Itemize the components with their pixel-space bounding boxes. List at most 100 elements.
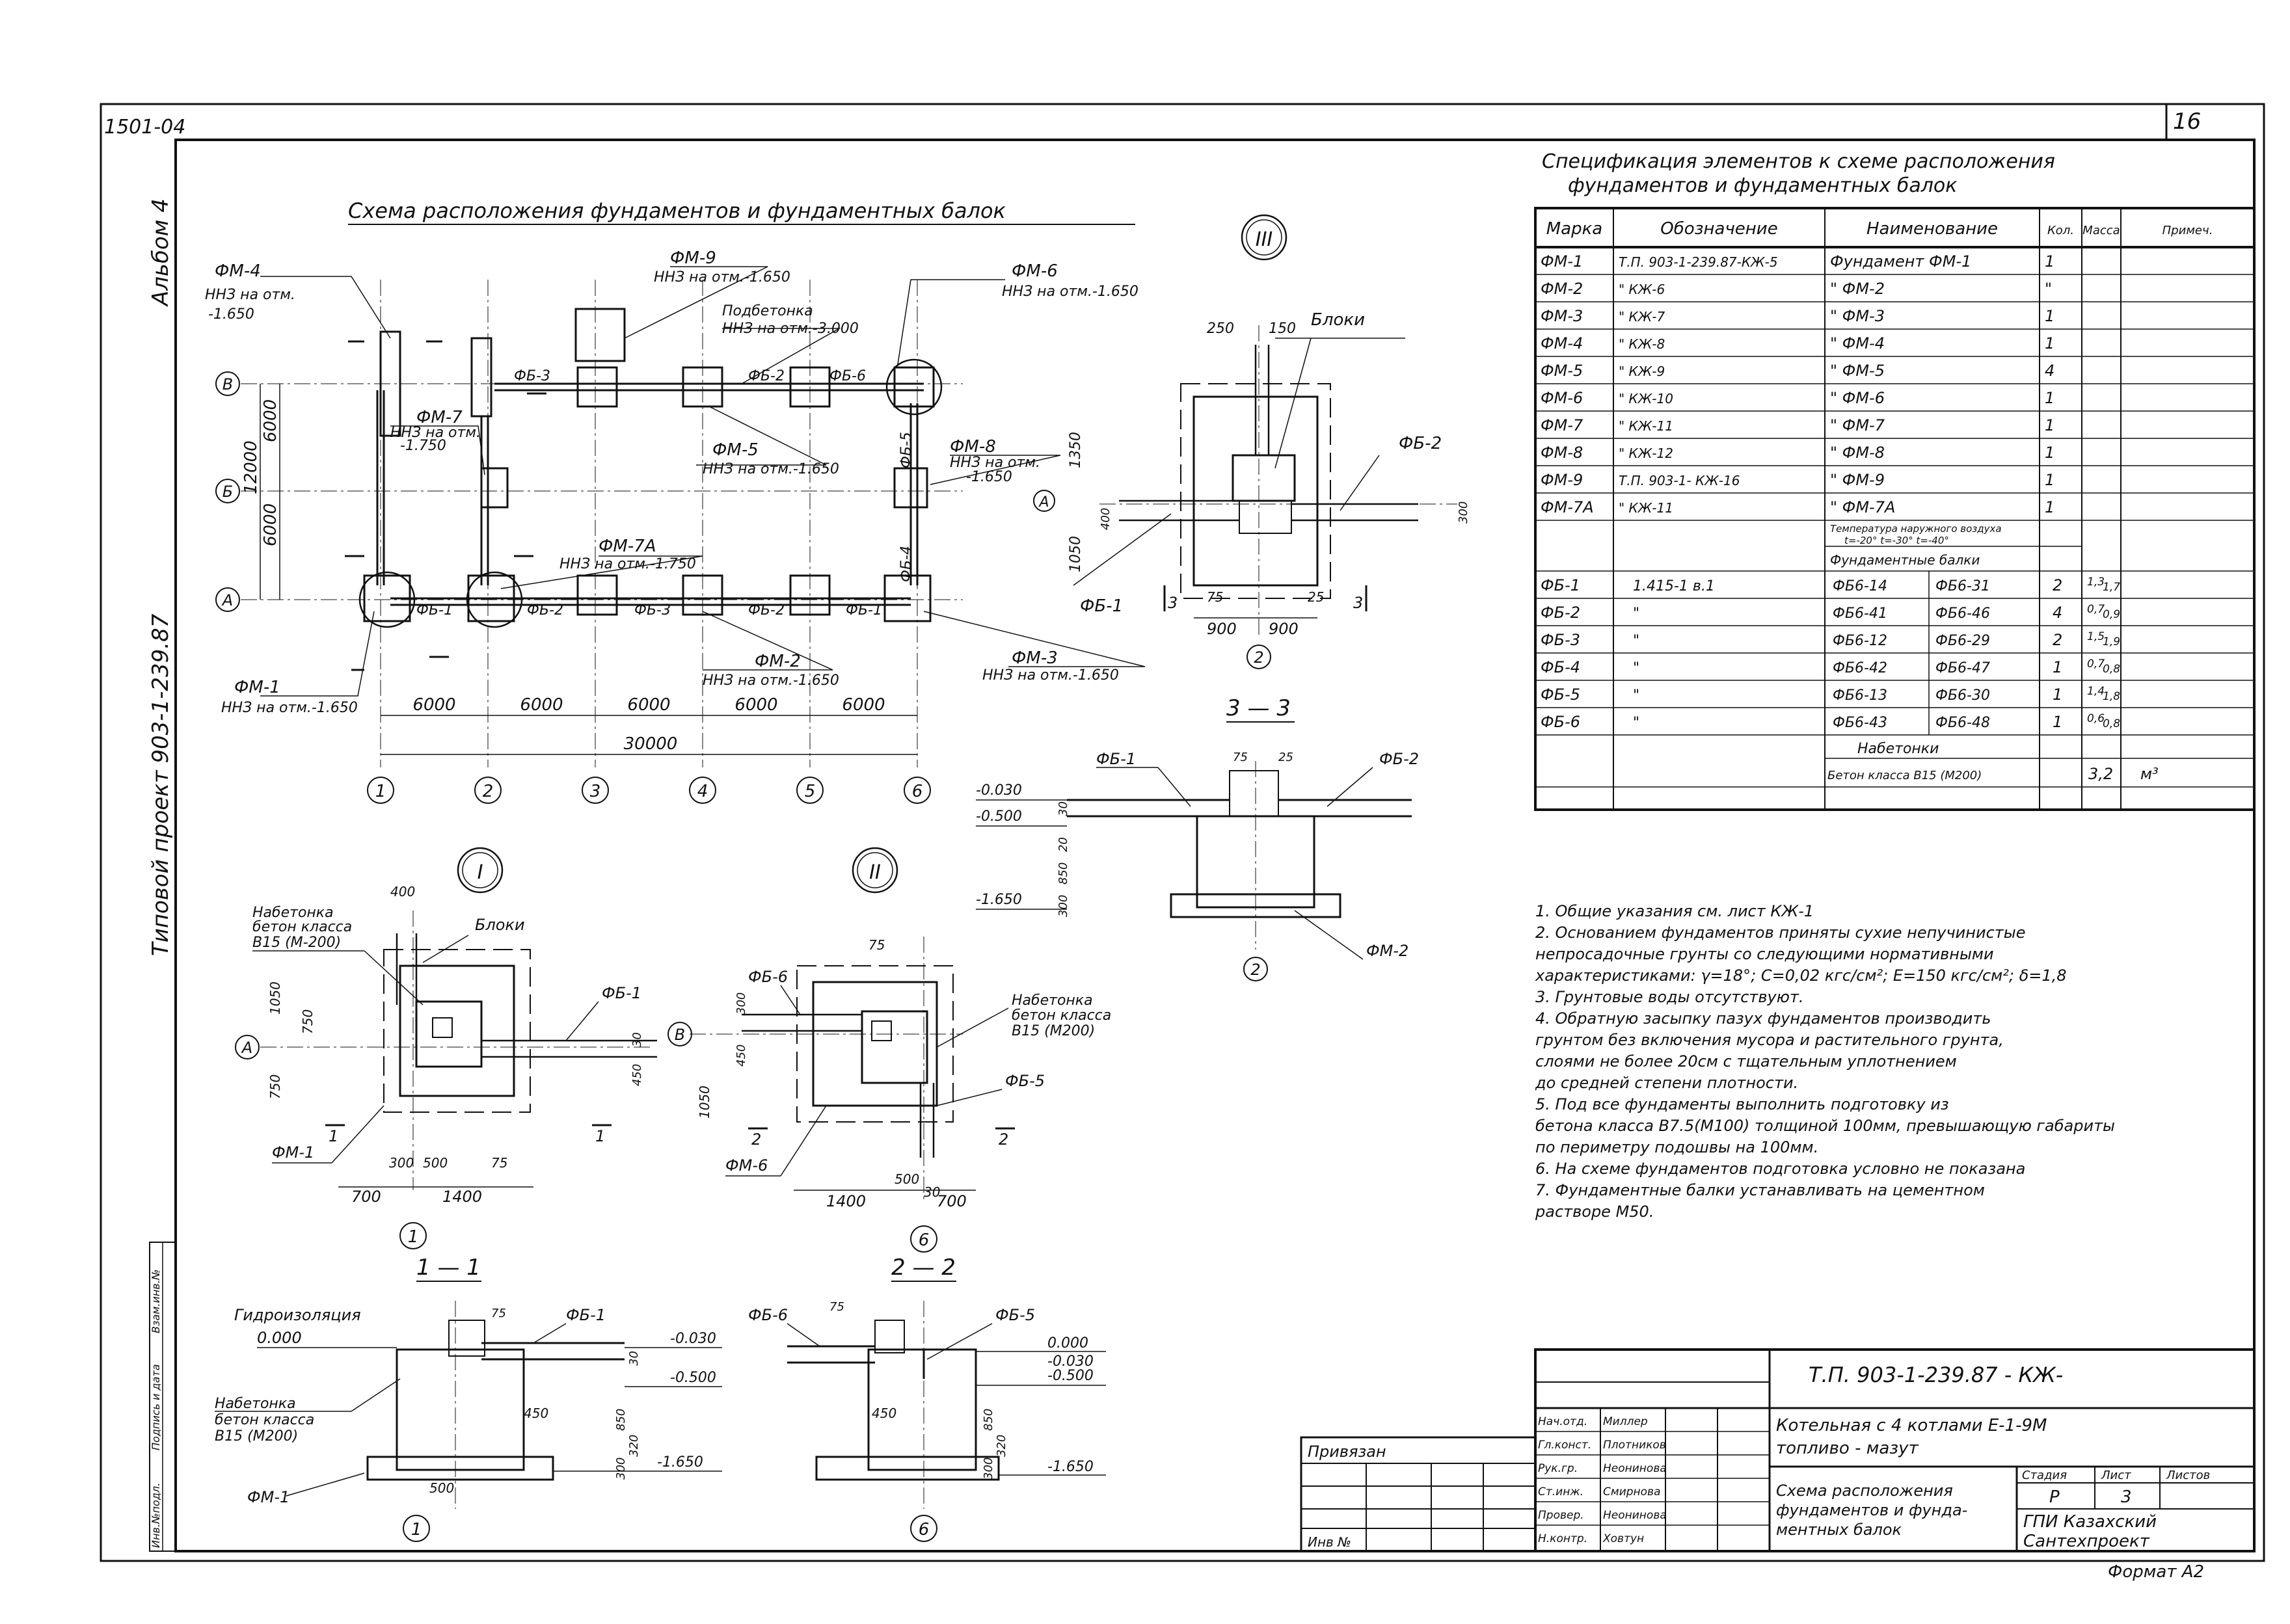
plan-label-fm4: ФМ-4: [215, 261, 261, 281]
spec-cell-1-2: " ФМ-2: [1830, 280, 1885, 298]
d1-fm1: ФМ-1: [272, 1143, 314, 1162]
spec-beams-head: Фундаментные балки: [1830, 552, 1980, 568]
plan-label-fm4v: -1.650: [208, 306, 254, 323]
spec-beam-4-6: 1,8: [2103, 690, 2120, 703]
d2-dim-450: 450: [734, 1045, 748, 1067]
title-block: Привязан Инв № Нач.отд.МиллерГл.конст.Пл…: [1300, 1348, 2256, 1582]
spec-nab-name: Бетон класса В15 (М200): [1827, 769, 1982, 782]
plan-label-fm2n: ННЗ на отм.-1.650: [703, 672, 839, 689]
sec22-dim-850: 850: [982, 1409, 995, 1431]
d2-cut-2a: 2: [751, 1130, 761, 1149]
spec-header-4: Масса: [2082, 224, 2120, 237]
row-dim-1: 6000: [261, 399, 280, 442]
d2-dim-700: 700: [937, 1192, 967, 1210]
d3-dim-900a: 900: [1207, 620, 1237, 638]
sec33-title: 3 — 3: [1226, 695, 1291, 721]
d1-dim-400: 400: [390, 884, 415, 899]
spec-beam-2-4: 2: [2053, 631, 2062, 649]
note-line: бетона класса В7.5(М100) толщиной 100мм,…: [1535, 1117, 2115, 1135]
plan-label-fm8v: -1.650: [966, 469, 1012, 485]
sec11-dim-300: 300: [614, 1458, 628, 1480]
plan-label-fm8: ФМ-8: [950, 437, 996, 457]
spec-beam-5-5: 0,6: [2087, 712, 2105, 725]
d2-dim-500: 500: [895, 1171, 919, 1187]
note-line: характеристиками: γ=18°; С=0,02 кгс/см²;…: [1535, 966, 2067, 985]
plan-label-fm5n: ННЗ на отм.-1.650: [703, 461, 839, 477]
spec-beam-3-4: 1: [2053, 658, 2062, 676]
plan-label-fm6n: ННЗ на отм.-1.650: [1002, 284, 1138, 300]
stamp-role-5: Н.контр.: [1538, 1532, 1587, 1545]
plan-label-fb1a: ФБ-1: [416, 602, 453, 619]
spec-beam-1-1: ": [1633, 606, 1639, 622]
sec11-title: 1 — 1: [416, 1255, 481, 1281]
section-2-2: 2 — 2 6 ФБ-6 ФБ-5 0.000 -0.030 -0.500 -1…: [748, 1255, 1106, 1542]
plan-label-fb6: ФБ-6: [829, 368, 866, 384]
spec-beam-0-3: ФБ6-31: [1935, 578, 1990, 594]
stamp-inv: Инв №: [1308, 1534, 1351, 1550]
page-number: 16: [2173, 109, 2201, 135]
d2-nab: Набетонка: [1012, 992, 1093, 1009]
plan-label-fb2c: ФБ-2: [748, 602, 785, 619]
spec-beam-4-0: ФБ-5: [1541, 686, 1580, 704]
spec-header-3: Кол.: [2047, 224, 2074, 237]
spec-beam-1-2: ФБ6-41: [1833, 606, 1887, 622]
stamp-stage: Р: [2049, 1487, 2060, 1507]
spec-beam-2-2: ФБ6-12: [1833, 633, 1887, 649]
spec-beam-0-6: 1,7: [2103, 581, 2120, 594]
axis-row-2: А: [221, 591, 233, 609]
note-line: 5. Под все фундаменты выполнить подготов…: [1535, 1095, 1949, 1113]
d1-b15: В15 (М-200): [252, 935, 341, 951]
sec11-nab: Набетонка: [215, 1396, 296, 1412]
spec-cell-2-0: ФМ-3: [1541, 307, 1583, 325]
spec-cell-0-0: ФМ-1: [1541, 252, 1583, 271]
spec-cell-0-2: Фундамент ФМ-1: [1830, 252, 1971, 271]
spec-cell-6-0: ФМ-7: [1541, 416, 1583, 434]
plan-label-fm3n: ННЗ на отм.-1.650: [982, 667, 1119, 684]
note-line: слоями не более 20см с тщательным уплотн…: [1535, 1052, 1957, 1071]
plan-title: Схема расположения фундаментов и фундаме…: [348, 198, 1006, 223]
sec33-fm2: ФМ-2: [1366, 942, 1408, 960]
section-3-3: 3 — 3 2 ФБ-1 ФБ-2 ФМ-2 -0.030 -0.500 -1.…: [976, 695, 1419, 981]
note-line: 1. Общие указания см. лист КЖ-1: [1535, 902, 1814, 920]
sec11-lv3: -1.650: [657, 1454, 703, 1471]
sec11-dim-75: 75: [491, 1307, 506, 1320]
d2-b15: В15 (М200): [1012, 1023, 1095, 1039]
stamp-name-4: Неонинова: [1603, 1509, 1667, 1522]
sec11-axis: 1: [411, 1520, 422, 1539]
d2-fm6: ФМ-6: [725, 1156, 768, 1175]
stamp-code: Т.П. 903-1-239.87 - КЖ-: [1809, 1363, 2063, 1387]
sheet-format: Формат А2: [2108, 1562, 2204, 1582]
spec-cell-8-0: ФМ-9: [1541, 471, 1583, 489]
sec33-dim-25: 25: [1278, 751, 1293, 764]
span-1: 6000: [412, 695, 455, 715]
plan-label-fm1n: ННЗ на отм.-1.650: [221, 700, 358, 716]
note-line: по периметру подошвы на 100мм.: [1535, 1138, 1819, 1156]
spec-cell-7-2: " ФМ-8: [1830, 444, 1885, 462]
d3-dim-1350: 1350: [1068, 432, 1084, 468]
d3-dim-1050: 1050: [1068, 536, 1084, 572]
spec-beam-0-5: 1,3: [2087, 576, 2105, 589]
spec-beam-3-1: ": [1633, 660, 1639, 676]
spec-cell-4-1: " КЖ-9: [1619, 364, 1665, 379]
spec-cell-7-0: ФМ-8: [1541, 444, 1583, 462]
spec-beam-3-6: 0,8: [2103, 663, 2120, 676]
spec-beam-1-0: ФБ-2: [1541, 604, 1580, 622]
spec-title-2: фундаментов и фундаментных балок: [1568, 174, 1957, 197]
spec-nab-qty: 3,2: [2088, 765, 2113, 783]
spec-cell-6-1: " КЖ-11: [1619, 418, 1673, 434]
d3-cut-3b: 3: [1353, 594, 1363, 612]
sec22-lv2: -0.500: [1047, 1368, 1094, 1384]
plan-label-pob: Подбетонка: [722, 303, 813, 319]
spec-beam-5-4: 1: [2053, 713, 2062, 731]
sec11-lv1: -0.030: [670, 1331, 716, 1347]
spec-cell-5-3: 1: [2045, 389, 2054, 407]
d2-dim-30: 30: [924, 1184, 940, 1200]
plan-label-fb1b: ФБ-1: [846, 602, 882, 619]
d2-dim-300: 300: [734, 992, 748, 1015]
plan-label-fb3b: ФБ-3: [634, 602, 671, 619]
d3-fb1: ФБ-1: [1080, 596, 1123, 616]
spec-cell-3-3: 1: [2045, 334, 2054, 353]
spec-cell-5-0: ФМ-6: [1541, 389, 1583, 407]
